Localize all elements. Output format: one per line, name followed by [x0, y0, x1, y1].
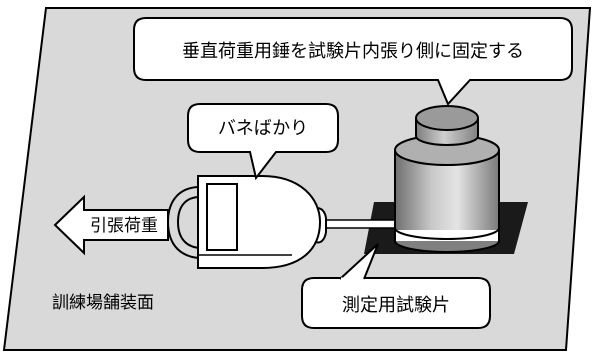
surface-label: 訓練場舗装面	[52, 293, 154, 313]
connecting-rod	[317, 219, 403, 229]
scale-callout: バネばかり	[187, 103, 339, 181]
pull-load-label: 引張荷重	[90, 216, 158, 236]
pull-load-arrow: 引張荷重	[53, 194, 169, 256]
weight-callout: 垂直荷重用錘を試験片内張り側に固定する	[133, 17, 573, 106]
weight-callout-text: 垂直荷重用錘を試験片内張り側に固定する	[182, 41, 524, 62]
scale-callout-text: バネばかり	[218, 118, 308, 139]
spring-scale	[166, 175, 327, 269]
weight	[394, 105, 500, 253]
specimen-callout: 測定用試験片	[301, 243, 491, 329]
scale-dial	[206, 183, 238, 251]
specimen-callout-text: 測定用試験片	[342, 295, 450, 316]
